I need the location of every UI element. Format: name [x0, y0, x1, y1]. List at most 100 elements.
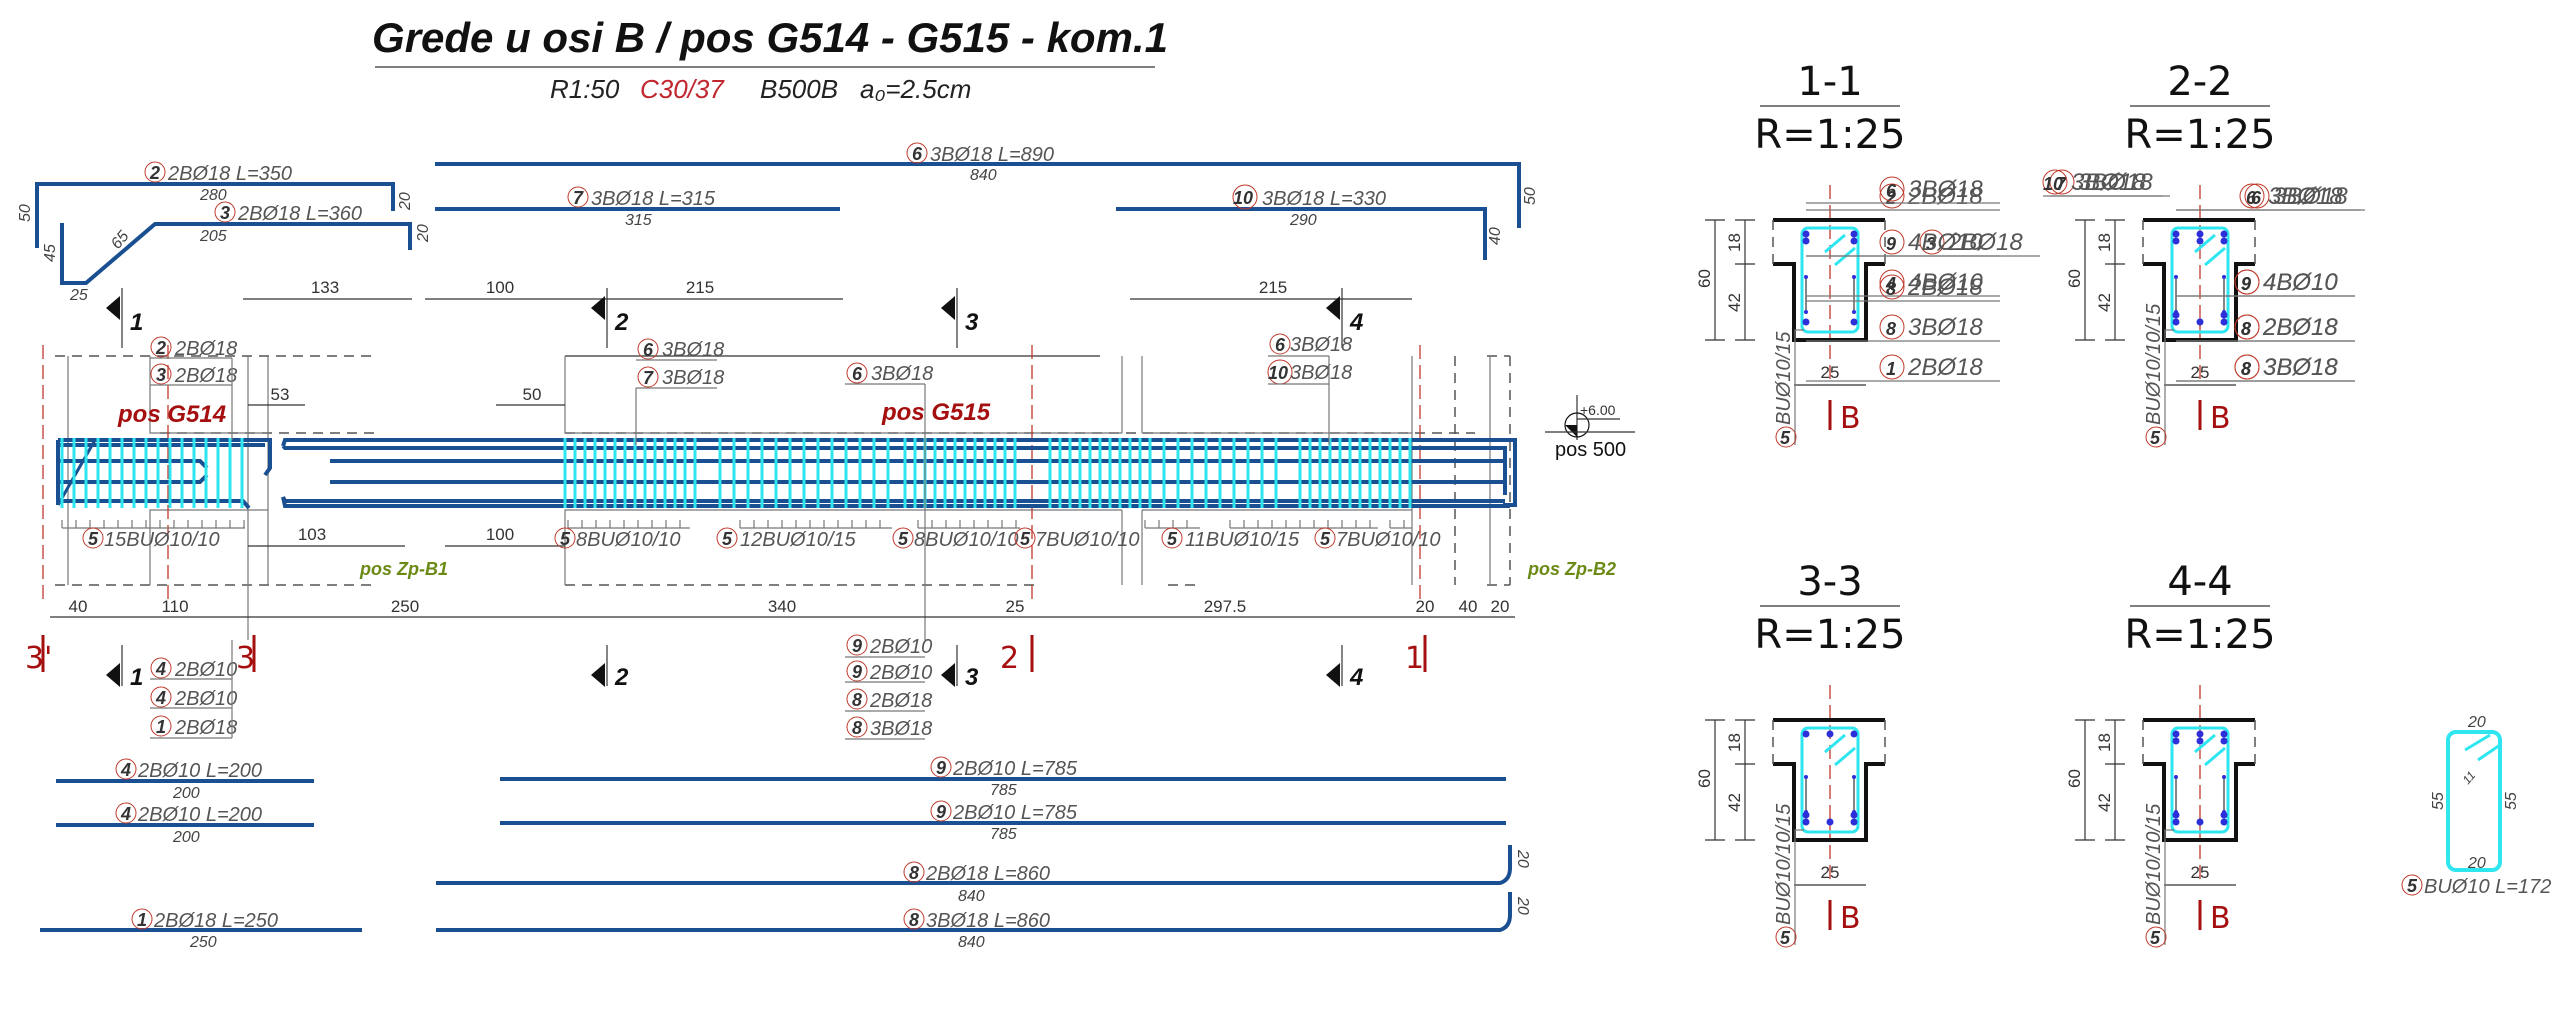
section-bar-label: 2BØ18 — [2262, 314, 2338, 341]
svg-text:6: 6 — [2251, 188, 2262, 208]
svg-text:B: B — [2210, 901, 2231, 936]
svg-text:4: 4 — [1349, 664, 1363, 691]
pos-g515-label: pos G515 — [881, 399, 991, 426]
rebar-dot — [1802, 818, 1810, 826]
svg-text:2: 2 — [1000, 641, 1019, 676]
svg-text:10: 10 — [1268, 363, 1288, 383]
top-dimension-line: 133 100 215 215 — [243, 278, 1412, 300]
label-stack-mid-top: 6 3BØ18 7 3BØ18 — [635, 338, 724, 445]
svg-text:10: 10 — [1233, 188, 1253, 208]
svg-text:8: 8 — [2241, 359, 2251, 379]
stirrup-detail: 20 20 55 55 11 5 BUØ10 L=172 — [2401, 714, 2551, 898]
inner-dimensions: 53 50 103 100 — [248, 385, 565, 547]
svg-text:3: 3 — [965, 664, 979, 691]
dim-215b: 215 — [1259, 278, 1287, 297]
svg-text:5: 5 — [722, 529, 733, 549]
svg-text:6: 6 — [643, 340, 654, 360]
svg-text:297.5: 297.5 — [1204, 597, 1247, 616]
stirrup-tick-rulers — [61, 520, 1412, 529]
svg-text:8: 8 — [852, 690, 862, 710]
section-scale: R=1:25 — [1754, 612, 1905, 658]
svg-text:42: 42 — [2095, 793, 2114, 812]
section-bar-label: 2BØ18 — [1907, 354, 1983, 381]
svg-text:20: 20 — [1514, 896, 1531, 915]
cut-4-top: 4 — [1326, 288, 1363, 348]
section-bar-label: 3BØ18 — [2273, 183, 2348, 210]
svg-text:4: 4 — [120, 760, 131, 780]
rebar-dot — [1802, 811, 1810, 819]
rebar-dot — [1802, 318, 1810, 326]
bar-1: 1 2BØ18 L=250 250 — [40, 908, 362, 951]
svg-text:9: 9 — [2241, 274, 2251, 294]
section-bar-label: 2BØ18 — [1947, 229, 2023, 256]
svg-text:25: 25 — [2191, 863, 2210, 882]
rebar-dot — [1802, 237, 1810, 245]
svg-text:6: 6 — [1275, 335, 1286, 355]
rebar-dot — [2172, 811, 2180, 819]
rebar-dot — [1850, 811, 1858, 819]
bar-7-label: 3BØ18 L=315 — [591, 188, 716, 210]
cut-2-top: 2 — [591, 288, 629, 348]
svg-text:53: 53 — [271, 385, 290, 404]
svg-text:8: 8 — [1886, 319, 1896, 339]
bar-3-hook-left: 45 — [42, 244, 59, 262]
cut-marks-bottom: 1 2 3 4 — [106, 645, 1363, 691]
section-bar-label: 3BØ18 — [2263, 354, 2338, 381]
bar-10-hook: 40 — [1487, 227, 1504, 245]
bar-10-label: 3BØ18 L=330 — [1262, 188, 1386, 210]
svg-text:100: 100 — [486, 525, 514, 544]
svg-text:9: 9 — [936, 802, 946, 822]
svg-text:2BØ18 L=250: 2BØ18 L=250 — [153, 910, 278, 932]
section-bar-label: 3BØ18 — [2268, 183, 2343, 210]
section-name: 4-4 — [2167, 559, 2232, 605]
svg-text:1: 1 — [156, 717, 166, 737]
rebar-dot — [2172, 730, 2180, 738]
svg-text:42: 42 — [1725, 293, 1744, 312]
rebar-dot — [2220, 818, 2228, 826]
dim-100: 100 — [486, 278, 514, 297]
svg-text:25: 25 — [1821, 863, 1840, 882]
svg-text:2BØ10: 2BØ10 — [869, 636, 932, 658]
svg-text:8BUØ10/10: 8BUØ10/10 — [914, 529, 1019, 551]
svg-text:3: 3 — [236, 641, 255, 676]
svg-text:8: 8 — [2241, 319, 2251, 339]
rebar-dot — [1850, 237, 1858, 245]
svg-text:5: 5 — [1167, 529, 1178, 549]
svg-text:2: 2 — [614, 664, 629, 691]
svg-text:20: 20 — [2467, 855, 2486, 872]
svg-text:6: 6 — [1886, 181, 1897, 201]
rebar-dot — [2220, 737, 2228, 745]
rebar-dot — [2220, 811, 2228, 819]
rebar-dot — [2220, 311, 2228, 319]
svg-text:200: 200 — [172, 829, 200, 846]
rebar-dot — [1850, 318, 1858, 326]
svg-text:7: 7 — [2056, 174, 2067, 194]
rebar-dot — [1826, 818, 1834, 826]
svg-text:4: 4 — [155, 688, 166, 708]
section-bar-label: 4BØ10 — [2263, 269, 2338, 296]
svg-text:9: 9 — [852, 662, 862, 682]
section-stirrup — [2170, 226, 2230, 334]
svg-text:2BØ18: 2BØ18 — [174, 717, 237, 739]
section-bar-label: 4BØ10 — [1908, 229, 1983, 256]
svg-text:5: 5 — [1780, 428, 1791, 448]
svg-text:6: 6 — [912, 144, 923, 164]
section-bar-label: 3BØ18 — [2071, 169, 2146, 196]
section-bar-label: 2BØ18 — [1907, 183, 1983, 210]
svg-text:3BØ18: 3BØ18 — [662, 339, 724, 361]
svg-text:1: 1 — [130, 309, 143, 336]
svg-text:4: 4 — [1885, 274, 1896, 294]
pos-zp-b1-label: pos Zp-B1 — [359, 559, 448, 579]
bar-7-len: 315 — [625, 212, 652, 229]
svg-text:8: 8 — [1886, 279, 1896, 299]
svg-text:840: 840 — [958, 888, 985, 905]
svg-text:200: 200 — [172, 785, 200, 802]
svg-text:2: 2 — [149, 163, 160, 183]
